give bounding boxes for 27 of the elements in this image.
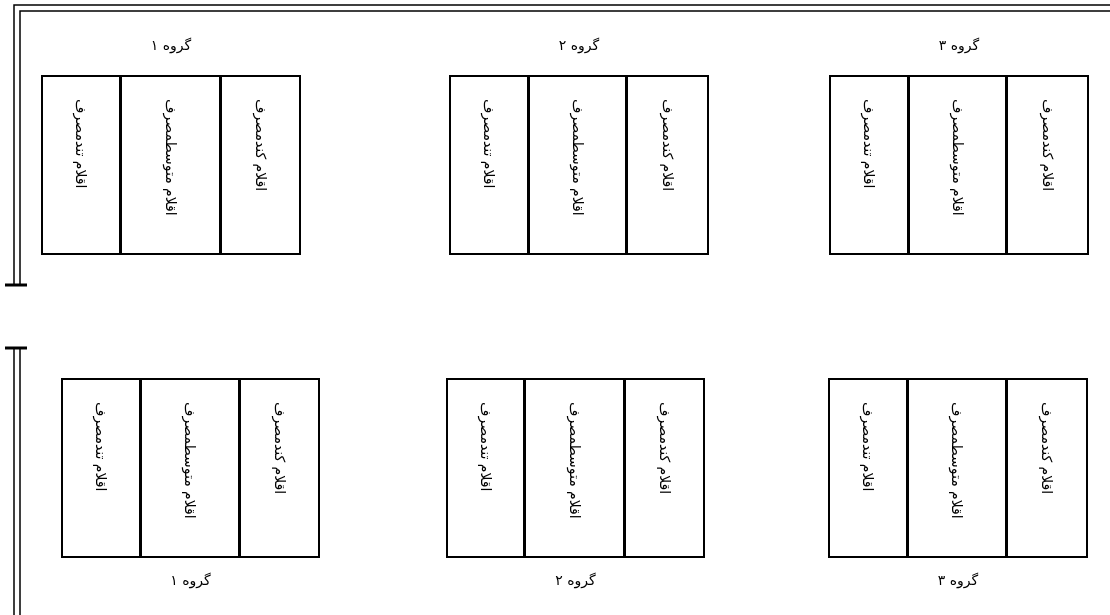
shelf-cell: اقلام کندمصرف	[220, 75, 301, 255]
shelf-cell: اقلام تندمصرف	[829, 75, 909, 255]
shelf-cell: اقلام تندمصرف	[828, 378, 908, 558]
group-caption: گروه ۱	[150, 37, 192, 53]
shelf-rack	[41, 35, 301, 255]
shelf-cell: اقلام متوسطمصرف	[120, 75, 221, 255]
shelf-cell: اقلام متوسطمصرف	[524, 378, 625, 558]
shelf-cell: اقلام متوسطمصرف	[907, 378, 1007, 558]
group-caption: گروه ۲	[558, 37, 600, 53]
group-caption: گروه ۳	[937, 572, 979, 588]
shelf-cell: اقلام تندمصرف	[449, 75, 529, 255]
shelf-cell: اقلام کندمصرف	[624, 378, 705, 558]
shelf-cell: اقلام تندمصرف	[446, 378, 525, 558]
shelf-cell: اقلام تندمصرف	[61, 378, 141, 558]
shelf-cell: اقلام کندمصرف	[1006, 378, 1088, 558]
shelf-cell: اقلام متوسطمصرف	[908, 75, 1007, 255]
shelf-cell: اقلام کندمصرف	[626, 75, 709, 255]
group-caption: گروه ۱	[170, 572, 211, 588]
group-caption: گروه ۲	[555, 572, 596, 588]
shelf-cell: اقلام کندمصرف	[1006, 75, 1089, 255]
shelf-cell: اقلام کندمصرف	[239, 378, 320, 558]
shelf-cell: اقلام متوسطمصرف	[528, 75, 627, 255]
shelf-rack	[449, 35, 709, 255]
group-caption: گروه ۳	[938, 37, 980, 53]
shelf-cell: اقلام تندمصرف	[41, 75, 121, 255]
shelf-cell: اقلام متوسطمصرف	[140, 378, 240, 558]
shelf-rack	[829, 35, 1089, 255]
